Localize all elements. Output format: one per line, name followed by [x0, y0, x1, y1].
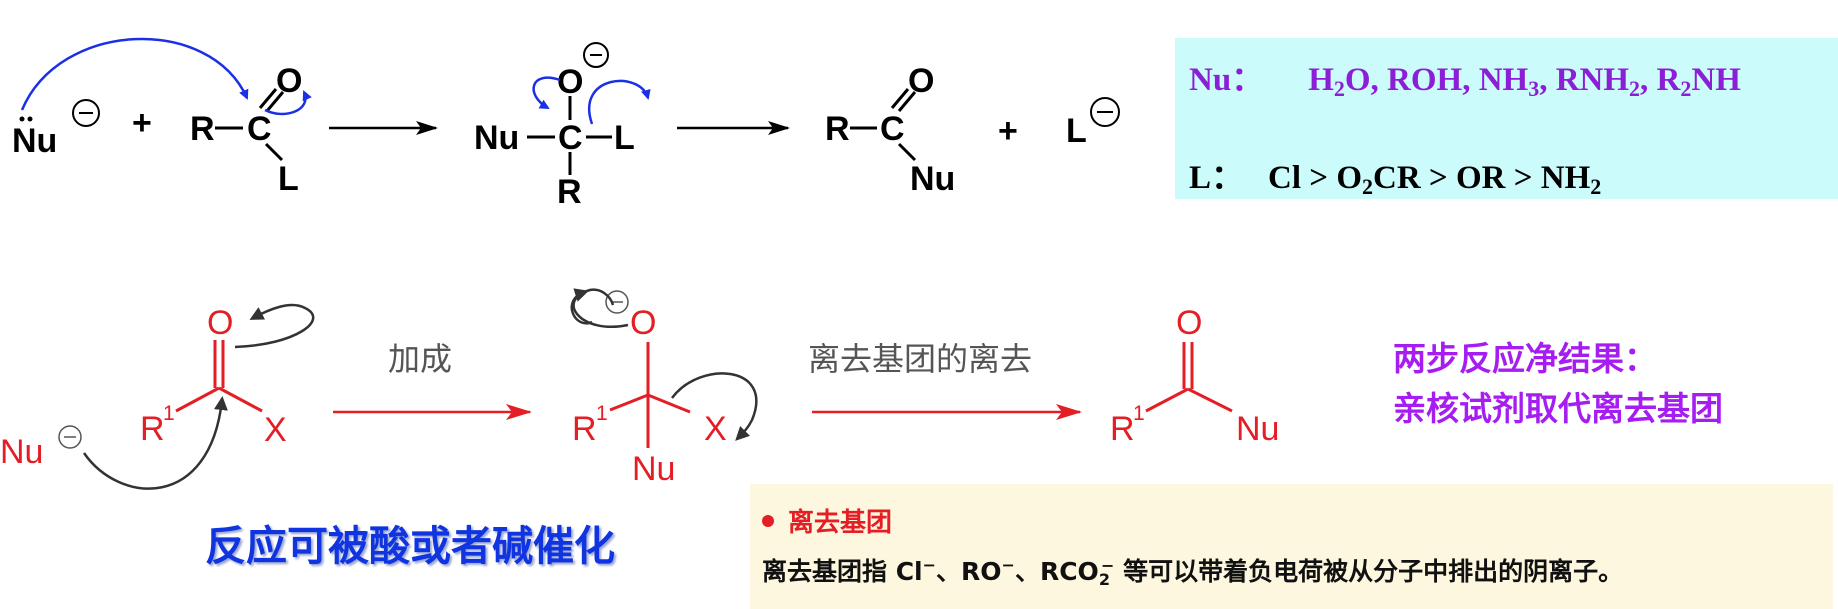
- pi-shift-arrow-icon: [234, 303, 315, 349]
- bond: [890, 88, 910, 109]
- net-result-line-2: 亲核试剂取代离去基团: [1393, 389, 1723, 428]
- bond: [897, 91, 917, 112]
- plus-sign: +: [998, 112, 1018, 150]
- leaving-group-order: L： Cl > O2CR > OR > NH2: [1189, 150, 1601, 200]
- product-r1: R: [1110, 410, 1135, 448]
- bond: [264, 142, 284, 162]
- plus-sign: +: [132, 104, 152, 142]
- bond: [218, 386, 263, 413]
- nu-values: H2O, ROH, NH3, RNH2, R2NH: [1308, 62, 1741, 101]
- reform-arrow-head-icon: [570, 288, 593, 325]
- bottom-mechanism: Nu R 1 O X 加成 O R 1 X Nu 离去基团的离去: [0, 288, 1279, 490]
- top-mechanism: Nu + R C O L Nu C O L R R: [12, 37, 1120, 211]
- minus-charge-icon: [58, 425, 82, 449]
- bond: [1187, 387, 1233, 413]
- intermediate-l: L: [614, 119, 635, 157]
- nucleophile-list: Nu： H2O, ROH, NH3, RNH2, R2NH: [1189, 52, 1741, 102]
- lone-pair-dot: [19, 116, 25, 122]
- bond: [647, 393, 691, 414]
- intermediate-o: O: [630, 304, 656, 342]
- minus-charge-icon: [72, 99, 100, 127]
- acyl-o: O: [276, 62, 302, 100]
- minus-charge-icon: [1090, 97, 1120, 127]
- minus-charge-icon: [583, 42, 609, 68]
- net-result-line-1: 两步反应净结果：: [1393, 339, 1657, 378]
- intermediate-nu: Nu: [632, 450, 675, 488]
- bottom-r1: R: [140, 410, 165, 448]
- bottom-o: O: [207, 304, 233, 342]
- intermediate-c: C: [558, 119, 583, 157]
- reform-arrow-icon: [532, 76, 561, 110]
- acyl-l: L: [278, 160, 299, 198]
- bond: [609, 393, 649, 412]
- nu-label: Nu：: [1189, 62, 1265, 98]
- intermediate-r1-sup: 1: [596, 402, 608, 425]
- catalysis-note: 反应可被酸或者碱催化: [205, 522, 615, 570]
- nucleophile-box: [1175, 38, 1838, 199]
- intermediate-o: O: [557, 63, 583, 101]
- step2-label: 离去基团的离去: [808, 340, 1032, 378]
- bond: [1145, 387, 1189, 413]
- acyl-r: R: [190, 110, 215, 148]
- attack-arrow-icon: [20, 37, 249, 111]
- expel-arrow-icon: [588, 79, 651, 125]
- leaving-group-title: 离去基团: [762, 502, 892, 539]
- pi-shift-arrow-icon: [264, 90, 312, 116]
- product-o: O: [1176, 304, 1202, 342]
- bond: [258, 88, 278, 109]
- expel-arrow-icon: [670, 372, 758, 441]
- lone-pair-dot: [27, 116, 33, 122]
- step1-label: 加成: [388, 340, 452, 378]
- bottom-nu: Nu: [0, 433, 43, 471]
- l-values: Cl > O2CR > OR > NH2: [1268, 160, 1602, 199]
- bond: [897, 142, 917, 162]
- bullet-icon: [762, 515, 774, 527]
- nu-reactant: Nu: [12, 122, 57, 160]
- net-result-note: 两步反应净结果： 亲核试剂取代离去基团: [1393, 334, 1723, 434]
- bond: [175, 386, 220, 413]
- bottom-x: X: [264, 411, 287, 449]
- l-label: L：: [1189, 160, 1245, 196]
- intermediate-x: X: [704, 410, 727, 448]
- leaving-group-definition: 离去基团指 Cl−、RO−、RCO2− 等可以带着负电荷被从分子中排出的阴离子。: [762, 555, 1624, 589]
- attack-arrow-icon: [82, 396, 228, 490]
- leaving-group-l: L: [1066, 112, 1087, 150]
- intermediate-r1: R: [572, 410, 597, 448]
- leaving-group-title-text: 离去基团: [788, 508, 893, 538]
- intermediate-nu: Nu: [474, 119, 519, 157]
- acyl-c: C: [247, 110, 272, 148]
- intermediate-r: R: [557, 173, 582, 211]
- product-nu: Nu: [1236, 410, 1279, 448]
- product-r1-sup: 1: [1133, 402, 1145, 425]
- product-r: R: [825, 110, 850, 148]
- leaving-group-box: [750, 484, 1833, 609]
- product-c: C: [880, 110, 905, 148]
- product-nu: Nu: [910, 160, 955, 198]
- product-o: O: [908, 62, 934, 100]
- bond: [265, 91, 285, 112]
- minus-charge-icon: [605, 290, 629, 314]
- bottom-r1-sup: 1: [163, 402, 175, 425]
